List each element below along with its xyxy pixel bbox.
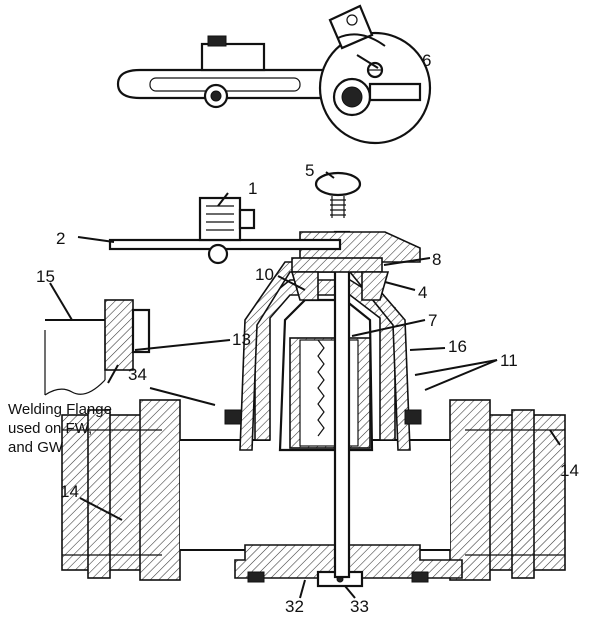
callout-labels: 6 1 5 2 8 4 10 7 15 13 16 11 34 14 14 32… [36, 51, 579, 616]
callout-14-left: 14 [60, 482, 79, 501]
callout-2: 2 [56, 229, 65, 248]
callout-33: 33 [350, 597, 369, 616]
callout-5: 5 [305, 161, 314, 180]
callout-14-right: 14 [560, 461, 579, 480]
caption-line-2: used on FW, [8, 420, 92, 437]
valve-body [44, 171, 566, 588]
lever-detail-view [116, 4, 432, 145]
callout-15: 15 [36, 267, 55, 286]
callout-16: 16 [448, 337, 467, 356]
caption-line-1: Welding Flange [8, 401, 112, 418]
welding-flange-caption: Welding Flange used on FW, and GW [8, 401, 112, 456]
callout-11: 11 [500, 351, 518, 370]
callout-6: 6 [422, 51, 431, 70]
leader-lines [49, 54, 561, 599]
callout-7: 7 [428, 311, 437, 330]
callout-13: 13 [232, 330, 251, 349]
callout-10: 10 [255, 265, 274, 284]
callout-32: 32 [285, 597, 304, 616]
callout-4: 4 [418, 283, 427, 302]
callout-8: 8 [432, 250, 441, 269]
callout-34: 34 [128, 365, 147, 384]
callout-1: 1 [248, 179, 257, 198]
caption-line-3: and GW [8, 439, 64, 456]
